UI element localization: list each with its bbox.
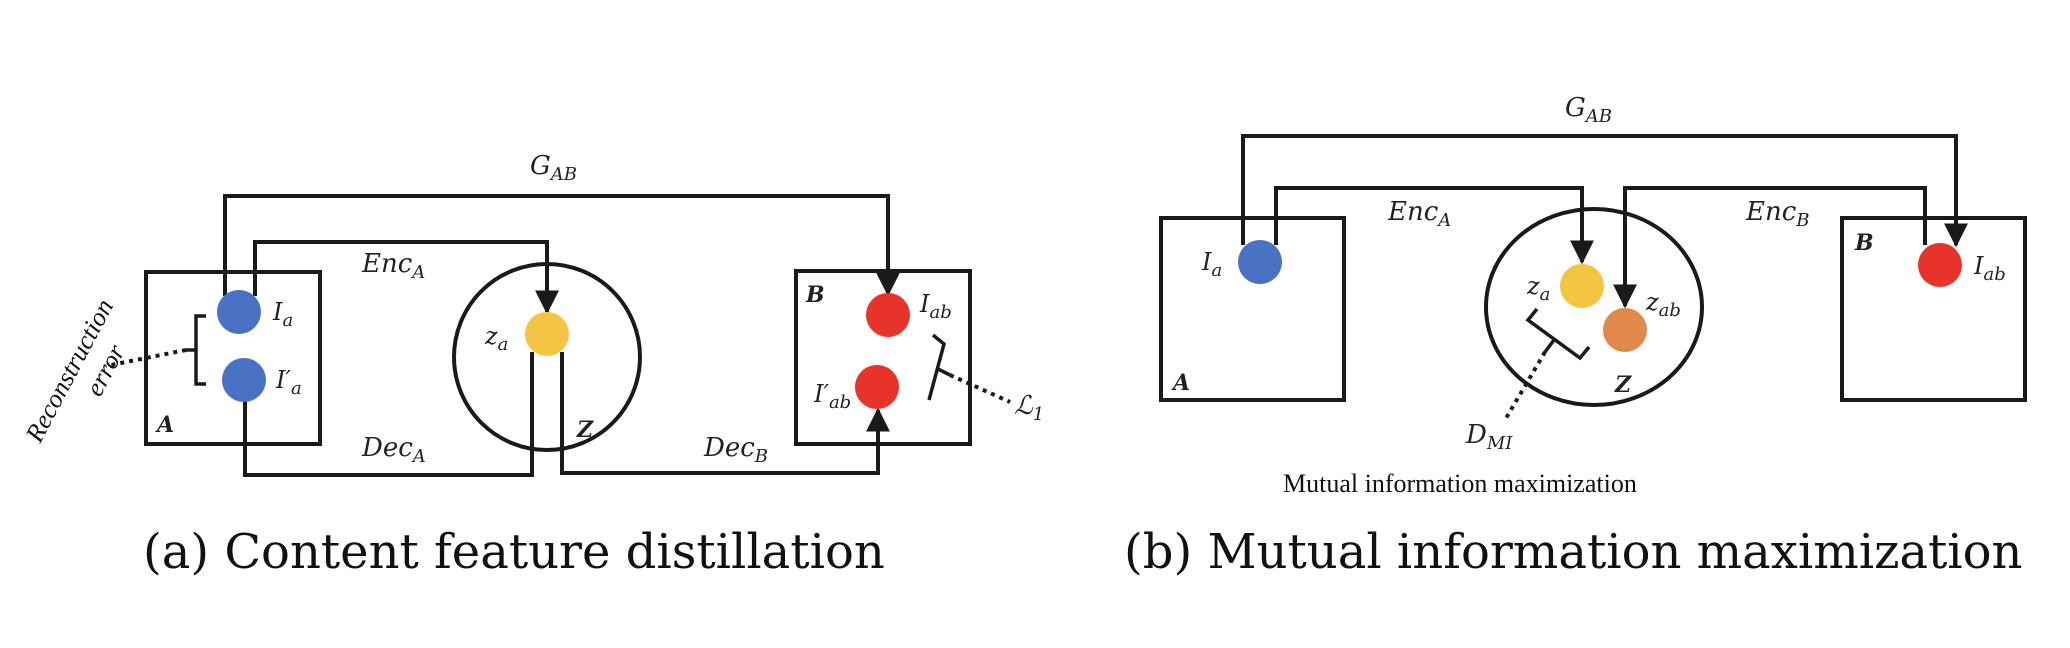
node-zab-b xyxy=(1603,308,1647,352)
panel-b-note: Mutual information maximization xyxy=(1283,469,1637,498)
domain-a-box-b xyxy=(1159,216,1346,402)
domain-a-label-b: A xyxy=(1171,370,1190,396)
dec-b-arrow xyxy=(560,352,890,475)
dec-a-label: DecA xyxy=(361,433,426,467)
iab-label-b: Iab xyxy=(1973,252,2006,285)
node-za-b xyxy=(1560,264,1604,308)
ia-label: Ia xyxy=(272,298,293,331)
node-ia xyxy=(217,290,261,334)
ia-label-b: Ia xyxy=(1201,248,1222,281)
domain-b-label: B xyxy=(805,282,825,308)
iab-prime-label: I′ab xyxy=(813,380,851,413)
gab-arrow xyxy=(223,194,900,297)
latent-z-label-b: Z xyxy=(1614,372,1632,398)
domain-b-box xyxy=(794,269,972,446)
domain-b-label-b: B xyxy=(1854,230,1874,256)
enc-b-arrow-b xyxy=(1613,186,1927,309)
gab-label: GAB xyxy=(530,151,577,185)
dec-b-label: DecB xyxy=(703,433,768,467)
panel-b-caption: (b) Mutual information maximization xyxy=(1124,524,2022,580)
node-iab-b xyxy=(1918,243,1962,287)
enc-a-label-b: EncA xyxy=(1387,197,1451,231)
enc-a-arrow xyxy=(253,240,559,315)
iab-label: Iab xyxy=(919,290,952,323)
panel-b xyxy=(1159,134,2027,422)
enc-a-arrow-b xyxy=(1274,186,1594,265)
gab-label-b: GAB xyxy=(1565,93,1612,127)
node-iab-prime xyxy=(855,365,899,409)
dec-a-arrow xyxy=(233,352,534,477)
gab-arrow-b xyxy=(1241,134,1968,248)
l1-dotted-line xyxy=(949,373,1011,404)
node-ia-b xyxy=(1238,240,1282,284)
dmi-dotted-line xyxy=(1503,350,1547,422)
za-label-b: za xyxy=(1526,272,1550,305)
panel-a xyxy=(105,194,1011,477)
panel-a-caption: (a) Content feature distillation xyxy=(143,524,885,580)
enc-a-label: EncA xyxy=(361,249,425,283)
enc-b-label-b: EncB xyxy=(1745,197,1810,231)
domain-b-box-b xyxy=(1840,216,2027,402)
l1-loss-label: ℒ1 xyxy=(1014,391,1044,425)
node-za xyxy=(525,312,569,356)
dmi-bracket xyxy=(1525,307,1591,361)
za-label: za xyxy=(484,322,508,355)
reconstruction-bracket xyxy=(186,314,206,386)
zab-label-b: zab xyxy=(1645,288,1681,321)
latent-z-label: Z xyxy=(576,417,594,443)
l1-bracket xyxy=(927,333,951,401)
node-ia-prime xyxy=(222,358,266,402)
ia-prime-label: I′a xyxy=(275,366,302,399)
domain-a-box xyxy=(144,270,322,446)
latent-space-ellipse-b xyxy=(1484,207,1704,407)
node-iab xyxy=(866,293,910,337)
domain-a-label: A xyxy=(155,412,174,438)
dmi-label: DMI xyxy=(1465,420,1513,454)
